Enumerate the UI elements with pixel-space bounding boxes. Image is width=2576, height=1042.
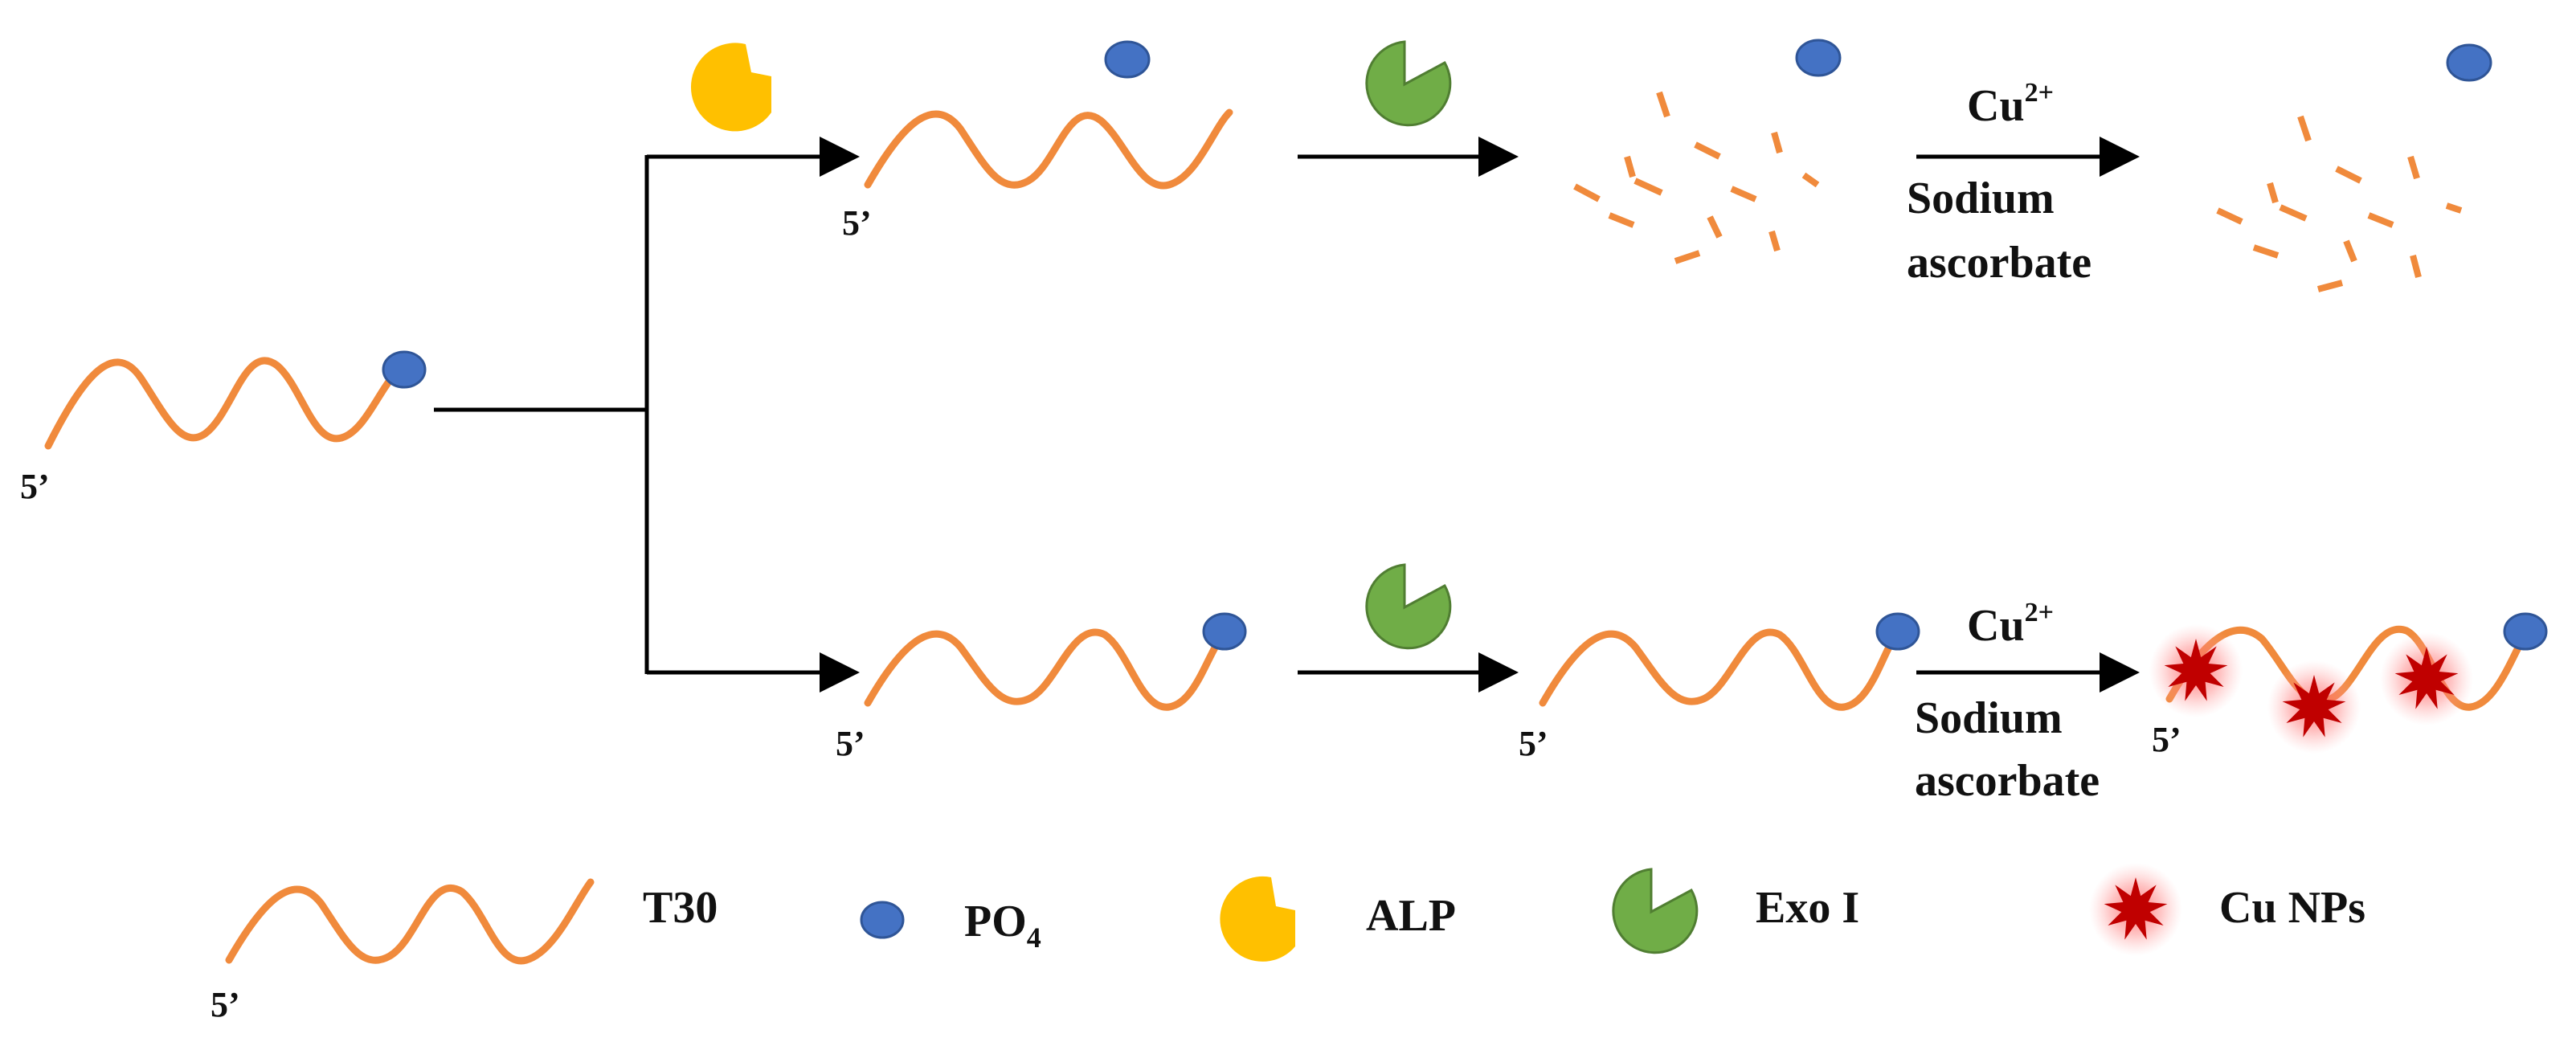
exo-i-enzyme-icon (1612, 868, 1699, 954)
legend-alp: ALP (1220, 876, 1456, 962)
cu-nanoparticle-icon (2380, 632, 2473, 725)
cu-nanoparticle-icon (2267, 660, 2361, 754)
digested-fragments (1573, 91, 1820, 264)
legend-alp-label: ALP (1366, 891, 1456, 941)
branch-connector (434, 137, 860, 693)
cu-ion-label: Cu (1967, 601, 2025, 651)
ssdna-strand-icon (2165, 625, 2531, 711)
ssdna-strand-icon (864, 628, 1229, 711)
ascorbate-label: ascorbate (1915, 756, 2100, 806)
legend-cunp: Cu NPs (2089, 863, 2365, 956)
cu-charge-label: 2+ (2025, 78, 2054, 108)
five-prime-label: 5’ (842, 203, 872, 243)
free-phosphate-dot-icon (2446, 43, 2492, 82)
phosphate-dot-icon (1875, 612, 1920, 651)
legend-t30-label: T30 (643, 883, 718, 933)
phosphate-dot-icon (1202, 612, 1247, 651)
cu-charge-label: 2+ (2025, 598, 2054, 627)
cu-nanoparticle-icon (2089, 863, 2182, 956)
legend-po4: PO4 (860, 897, 1041, 954)
ssdna-strand-icon (225, 878, 595, 965)
exo-i-enzyme-icon (1365, 563, 1452, 650)
phosphate-dot-icon (2503, 612, 2548, 651)
bottom-phosphorylated-strand-1: 5’ (836, 612, 1247, 763)
top-dephosphorylated-strand: 5’ (842, 108, 1233, 243)
five-prime-label: 5’ (20, 467, 50, 506)
cu-ion-label: Cu (1967, 81, 2025, 131)
ssdna-strand-icon (864, 108, 1233, 190)
cu-np-templated-strand: 5’ (2149, 612, 2548, 759)
legend-po4-subscript: 4 (1027, 921, 1041, 954)
legend: 5’ T30 PO4 ALP Exo I Cu NPs (211, 863, 2365, 1024)
legend-exo-label: Exo I (1756, 883, 1859, 933)
bottom-protected-strand: 5’ (1519, 612, 1920, 763)
svg-text:Cu2+: Cu2+ (1967, 598, 2054, 651)
cu-nanoparticle-icon (2149, 624, 2243, 717)
reduction-condition-top: Cu2+ Sodium ascorbate (1907, 78, 2140, 288)
ascorbate-label: ascorbate (1907, 238, 2091, 288)
alp-enzyme-icon (1220, 876, 1295, 962)
sodium-label: Sodium (1915, 693, 2063, 743)
sodium-label: Sodium (1907, 174, 2055, 223)
alp-enzyme-icon (690, 43, 771, 132)
legend-exo: Exo I (1612, 868, 1859, 954)
exo-i-enzyme-icon (1365, 40, 1452, 127)
ssdna-strand-icon (1539, 628, 1902, 711)
free-phosphate-dot-icon (1795, 39, 1842, 77)
five-prime-label: 5’ (211, 985, 240, 1024)
svg-text:PO4: PO4 (964, 897, 1041, 954)
phosphate-dot-icon (382, 350, 427, 389)
phosphate-dot-icon (860, 901, 905, 939)
initial-t30-strand: 5’ (20, 350, 427, 506)
five-prime-label: 5’ (1519, 724, 1548, 763)
legend-po4-label: PO (964, 897, 1027, 946)
five-prime-label: 5’ (2152, 720, 2181, 759)
digested-fragments-after-cu (2216, 115, 2463, 292)
five-prime-label: 5’ (836, 724, 865, 763)
legend-cunp-label: Cu NPs (2219, 883, 2365, 933)
free-phosphate-dot-icon (1104, 40, 1151, 79)
svg-text:Cu2+: Cu2+ (1967, 78, 2054, 131)
ssdna-strand-icon (44, 357, 410, 450)
legend-t30: 5’ T30 (211, 878, 718, 1024)
reduction-condition-bottom: Cu2+ Sodium ascorbate (1915, 598, 2140, 806)
